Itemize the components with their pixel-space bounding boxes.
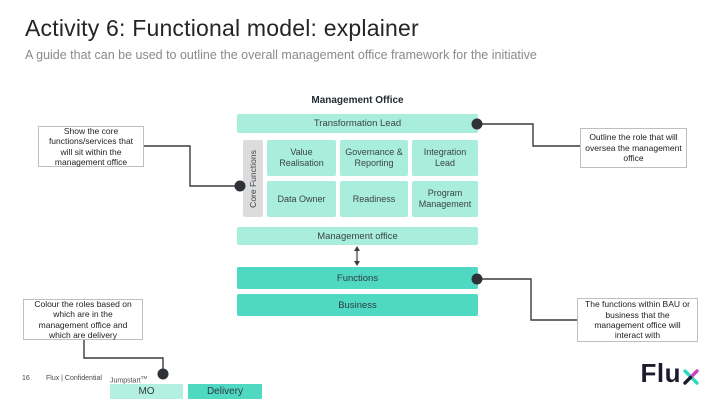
transformation-lead-bar: Transformation Lead xyxy=(237,114,478,133)
confidential-label: Flux | Confidential xyxy=(46,375,102,382)
page-subtitle: A guide that can be used to outline the … xyxy=(25,48,537,62)
connector-dot-legend xyxy=(157,368,169,380)
callout-core-functions: Show the core functions/services that wi… xyxy=(38,126,144,167)
core-functions-text: Core Functions xyxy=(248,149,259,208)
page-number: 16 xyxy=(22,375,30,382)
func-box-value-realisation: Value Realisation xyxy=(267,140,336,176)
func-box-integration-lead: Integration Lead xyxy=(412,140,478,176)
product-name: JumpstartTM xyxy=(110,375,147,384)
func-box-governance-reporting: Governance & Reporting xyxy=(340,140,408,176)
page-title: Activity 6: Functional model: explainer xyxy=(25,15,419,41)
callout-bau-functions: The functions within BAU or business tha… xyxy=(577,298,698,342)
trademark-mark: TM xyxy=(140,375,148,380)
diagram-heading: Management Office xyxy=(311,95,404,106)
core-functions-label: Core Functions xyxy=(243,140,263,217)
functions-bar: Functions xyxy=(237,267,478,289)
func-box-data-owner: Data Owner xyxy=(267,181,336,217)
func-box-readiness: Readiness xyxy=(340,181,408,217)
func-box-program-management: Program Management xyxy=(412,181,478,217)
legend-mo: MO xyxy=(110,384,183,399)
product-name-text: Jumpstart xyxy=(110,377,141,385)
callout-oversee-role: Outline the role that will oversea the m… xyxy=(580,128,687,168)
business-bar: Business xyxy=(237,294,478,316)
legend-delivery: Delivery xyxy=(188,384,262,399)
flux-logo-x-icon xyxy=(683,369,699,385)
flux-logo: Flu xyxy=(641,358,701,389)
callout-colour-roles: Colour the roles based on which are in t… xyxy=(23,299,143,340)
management-office-bar: Management office xyxy=(237,227,478,245)
flux-logo-text: Flu xyxy=(640,358,681,388)
double-arrow-icon xyxy=(354,246,360,266)
